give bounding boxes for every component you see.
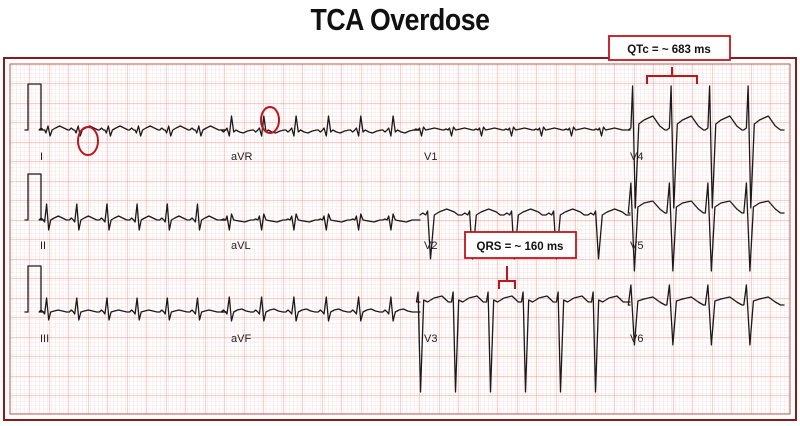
trace-avr [220,115,421,137]
lead-label-ii: II [40,240,46,252]
trace-v2 [419,208,631,260]
trace-avf [220,296,421,322]
qtc-callout-text: QTc = ~ 683 ms [627,44,711,56]
page-title: TCA Overdose [310,2,490,37]
qtc-bracket [646,67,698,84]
trace-v3 [415,291,631,393]
ecg-grid [9,63,791,415]
trace-ii [24,173,227,231]
ecg-traces [24,83,785,393]
trace-iii [24,265,227,321]
lead-label-v5: V5 [630,240,643,252]
lead-label-v6: V6 [630,333,643,345]
trace-i [24,83,227,137]
qrs-callout: QRS = ~ 160 ms [464,231,577,289]
lead-label-v2: V2 [424,240,437,252]
lead-label-v3: V3 [424,333,437,345]
lead-label-iii: III [40,333,49,345]
trace-v1 [413,126,631,137]
trace-avl [220,213,421,231]
lead-label-avl: aVL [231,240,251,252]
circle-annotation-lead-i [77,126,99,156]
trace-v6 [627,284,785,346]
qrs-bracket [498,266,516,289]
trace-v5 [627,182,785,272]
lead-label-avr: aVR [231,151,252,163]
circle-annotation-lead-avr [260,106,280,134]
qrs-callout-text: QRS = ~ 160 ms [477,241,564,253]
lead-label-i: I [40,151,43,163]
lead-label-avf: aVF [231,333,251,345]
lead-labels: I aVR V1 V4 II aVL V2 V5 III aVF V3 V6 [40,151,643,345]
ecg-frame [3,57,797,421]
trace-v4 [627,85,785,209]
lead-label-v4: V4 [630,151,643,163]
qtc-callout-box [608,35,731,61]
lead-label-v1: V1 [424,151,437,163]
qtc-callout: QTc = ~ 683 ms [608,35,731,84]
qrs-callout-box [464,231,577,259]
